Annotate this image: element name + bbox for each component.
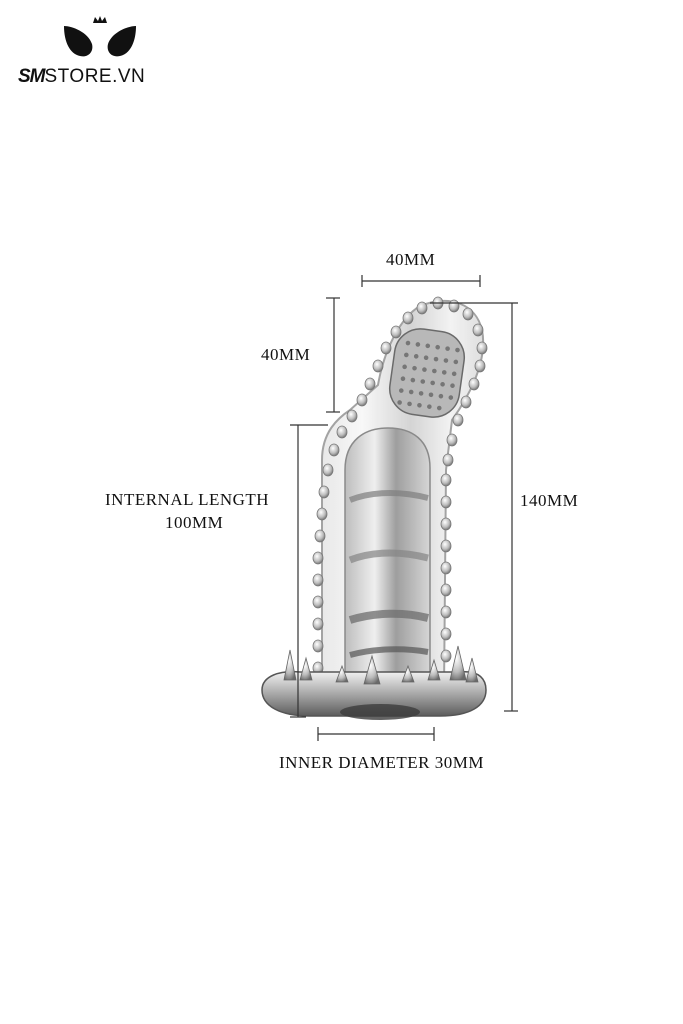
sleeve-body — [321, 299, 485, 691]
sleeve-base-ring — [261, 645, 487, 720]
brand-name: SMSTORE.VN — [18, 66, 145, 88]
internal-length-label: INTERNAL LENGTH — [105, 490, 270, 509]
inner-diameter-label: INNER DIAMETER 30MM — [279, 753, 484, 772]
brand-logo[interactable]: SMSTORE.VN — [18, 14, 188, 94]
brand-name-bold: SM — [18, 66, 45, 87]
dimension-lines — [290, 275, 518, 741]
tip-length-label: 40MM — [261, 345, 311, 364]
brand-name-rest: STORE.VN — [44, 66, 146, 87]
internal-length-value: 100MM — [165, 513, 224, 532]
total-length-label: 140MM — [520, 491, 579, 510]
top-width-label: 40MM — [386, 250, 436, 269]
crown-cat-ears-icon — [64, 16, 136, 57]
sleeve-nubs — [312, 296, 488, 697]
